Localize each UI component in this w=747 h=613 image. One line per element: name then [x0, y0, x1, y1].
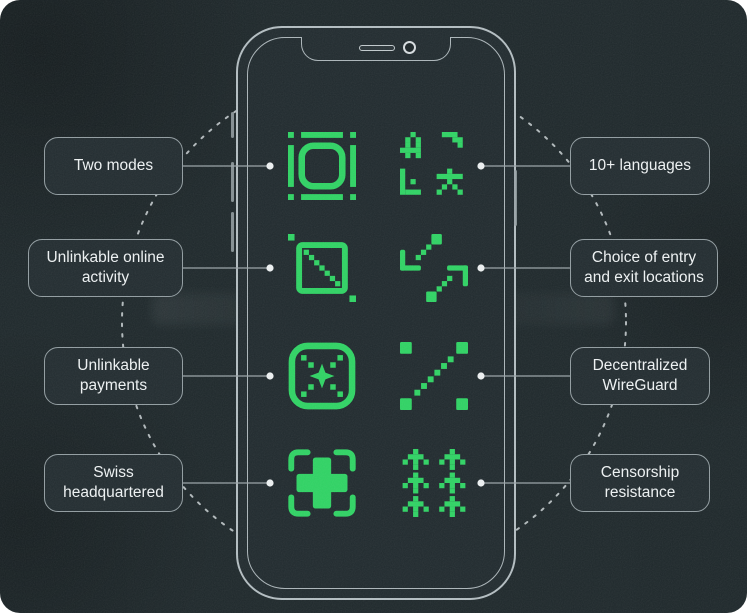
side-button-power — [514, 170, 517, 226]
feature-box-unlinkable-payments: Unlinkable payments — [44, 347, 183, 405]
camera-lens — [403, 40, 416, 54]
feature-label: Censorship resistance — [600, 464, 680, 501]
speaker-grille — [359, 44, 395, 51]
feature-box-censorship: Censorship resistance — [570, 454, 710, 512]
notch — [301, 36, 451, 61]
feature-box-two-modes: Two modes — [44, 137, 183, 195]
feature-box-entry-exit: Choice of entry and exit locations — [570, 239, 718, 297]
feature-label: Unlinkable online activity — [46, 249, 165, 286]
feature-label: Choice of entry and exit locations — [584, 249, 704, 286]
unlinkable-payments-icon — [288, 342, 356, 410]
feature-label: Decentralized WireGuard — [592, 357, 688, 394]
feature-label: Two modes — [73, 157, 154, 175]
feature-label: Unlinkable payments — [77, 357, 150, 394]
unlinkable-activity-icon — [288, 234, 356, 302]
censorship-trees-icon — [400, 449, 468, 517]
feature-box-swiss: Swiss headquartered — [44, 454, 183, 512]
languages-icon — [400, 132, 468, 200]
feature-label: Swiss headquartered — [63, 464, 164, 501]
feature-box-languages: 10+ languages — [570, 137, 710, 195]
feature-box-decentralized: Decentralized WireGuard — [570, 347, 710, 405]
feature-label: 10+ languages — [588, 157, 692, 175]
feature-box-unlinkable-activity: Unlinkable online activity — [28, 239, 183, 297]
phone-frame — [236, 26, 516, 600]
side-button-volume-down — [231, 212, 234, 252]
decentralized-wireguard-icon — [400, 342, 468, 410]
swiss-cross-icon — [288, 449, 356, 517]
entry-exit-arrows-icon — [400, 234, 468, 302]
two-modes-icon — [288, 132, 356, 200]
side-button-mute — [231, 112, 234, 138]
side-button-volume-up — [231, 162, 234, 202]
